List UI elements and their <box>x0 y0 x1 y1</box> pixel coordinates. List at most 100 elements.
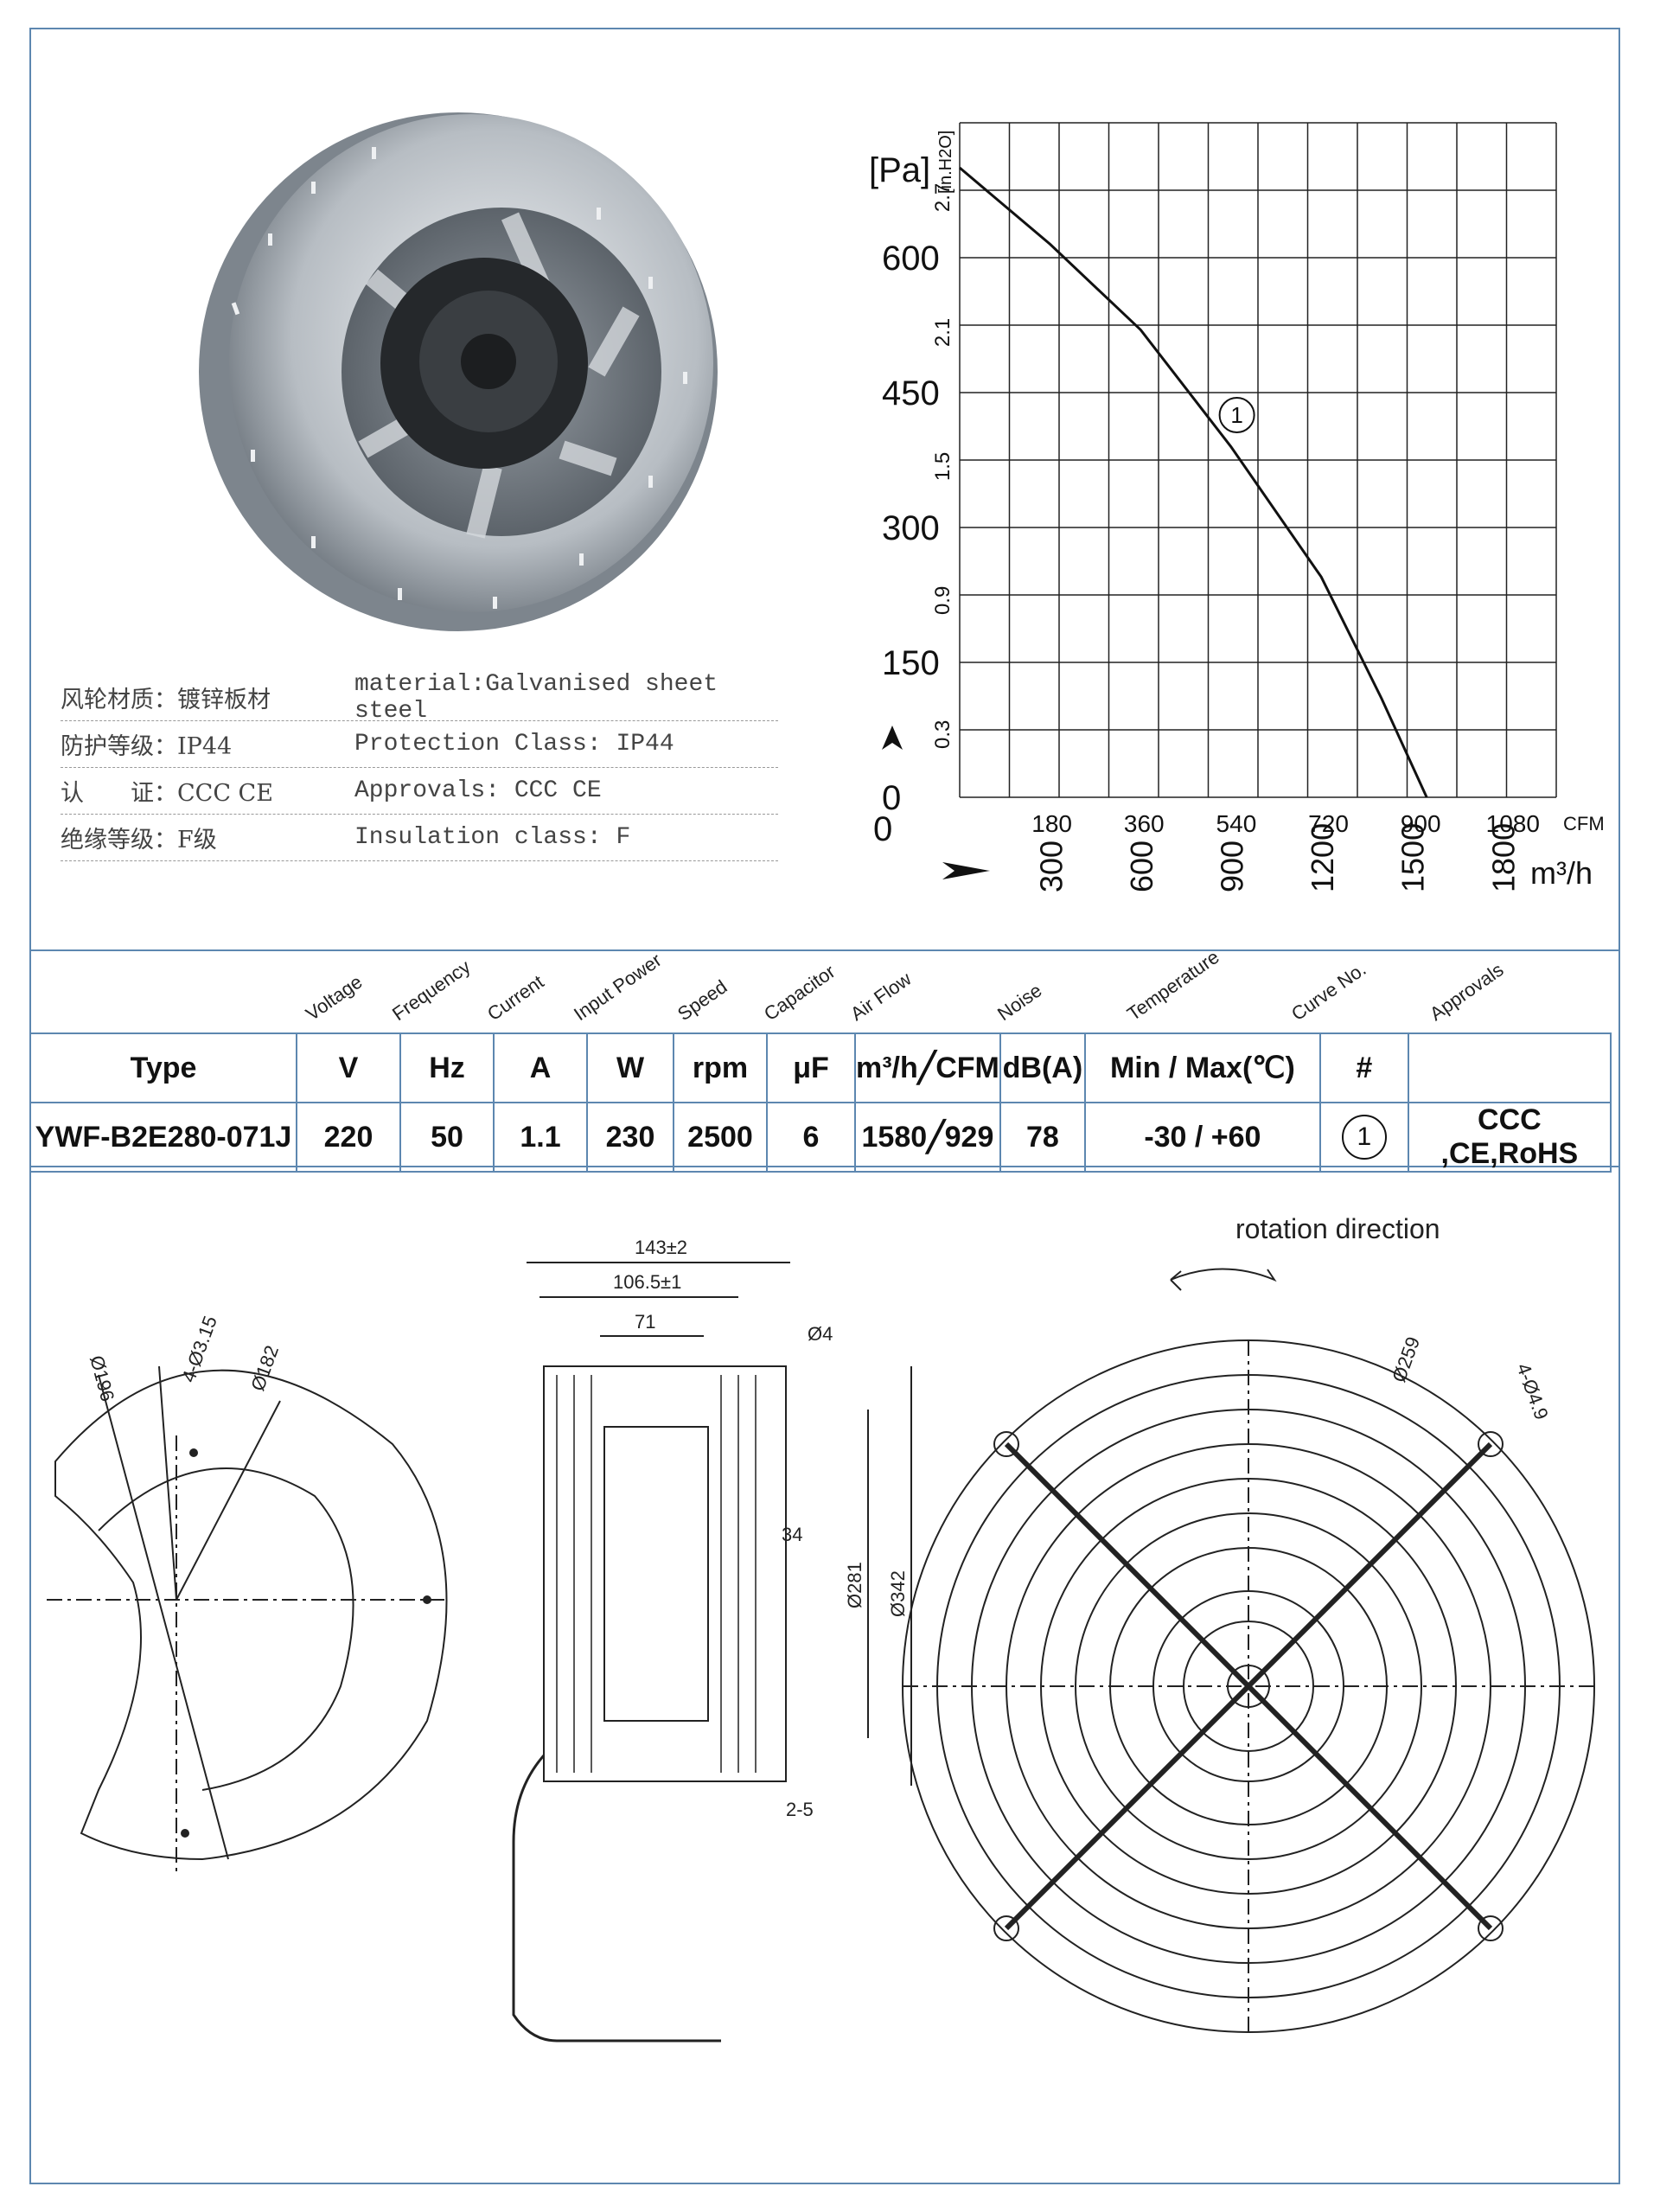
spec-list: 风轮材质：镀锌板材 material:Galvanised sheet stee… <box>61 671 778 861</box>
table-cell: V <box>296 1032 401 1103</box>
table-header-rotated: Temperature <box>1123 945 1223 1026</box>
dim-label: 106.5±1 <box>613 1271 681 1293</box>
spec-cn: 绝缘等级：F级 <box>61 827 217 853</box>
table-header-rotated: Frequency <box>388 956 475 1026</box>
technical-drawings: rotation direction Ø196 4-Ø3.15 Ø182 143… <box>47 1213 1595 2043</box>
x-tick-label-m3h: 300 <box>1034 841 1069 892</box>
table-cell: 6 <box>766 1102 856 1173</box>
y-tick-label-inh2o: 2.1 <box>931 318 954 347</box>
table-units-row: Type V Hz A W rpm μF m³/h╱CFM dB(A) Min … <box>29 1032 1612 1103</box>
dim-label: Ø4 <box>808 1323 833 1345</box>
curve-number-badge: 1 <box>1341 1115 1387 1160</box>
y-tick-label: 0 <box>882 779 901 817</box>
x-tick-label-cfm: 360 <box>1124 810 1165 837</box>
table-header-rotated: Voltage <box>302 970 367 1026</box>
spec-table: Type V Hz A W rpm μF m³/h╱CFM dB(A) Min … <box>29 1032 1612 1173</box>
table-header-rotated: Speed <box>674 975 731 1026</box>
table-cell: μF <box>766 1032 856 1103</box>
x-tick-label-cfm: 720 <box>1308 810 1349 837</box>
x-tick-label-cfm: 180 <box>1031 810 1072 837</box>
y-tick-label-inh2o: 0.9 <box>931 586 954 615</box>
side-section-view: 143±2 106.5±1 71 Ø4 Ø281 Ø342 34 2-5 <box>512 1237 912 2043</box>
table-header-rotated: Approvals <box>1426 958 1508 1026</box>
table-cell <box>1407 1032 1612 1103</box>
dim-label: 143±2 <box>635 1237 687 1258</box>
table-cell: # <box>1318 1032 1409 1103</box>
table-cell: 1 <box>1318 1102 1409 1173</box>
x-tick-label-cfm: 540 <box>1216 810 1257 837</box>
y-tick-label-inh2o: 1.5 <box>931 452 954 481</box>
table-cell: m³/h╱CFM <box>854 1032 1001 1103</box>
spec-en: Approvals: CCC CE <box>354 777 602 804</box>
spec-row-protection: 防护等级：IP44 Protection Class: IP44 <box>61 721 778 768</box>
x-unit-m3h: m³/h <box>1530 855 1593 891</box>
x-tick-label-m3h: 1800 <box>1485 823 1521 892</box>
performance-curve <box>959 166 1428 798</box>
table-cell: 50 <box>399 1102 495 1173</box>
table-cell: 78 <box>999 1102 1086 1173</box>
table-cell: -30 / +60 <box>1083 1102 1321 1173</box>
fan-product-photo <box>199 112 718 631</box>
spec-cn: 风轮材质：镀锌板材 <box>61 687 271 713</box>
table-cell: W <box>586 1032 674 1103</box>
y-tick-label-inh2o: 0.3 <box>931 720 954 749</box>
curve-label: 1 <box>1230 402 1242 428</box>
y-tick-label: 450 <box>882 374 940 412</box>
spec-en: Protection Class: IP44 <box>354 731 674 758</box>
right-arrow-icon <box>942 862 990 879</box>
table-header-rotated: Capacitor <box>760 960 840 1026</box>
spec-en: material:Galvanised sheet steel <box>354 670 718 725</box>
spec-en: Insulation class: F <box>354 824 631 851</box>
table-cell: 220 <box>296 1102 401 1173</box>
table-cell: CCC ,CE,RoHS <box>1407 1102 1612 1173</box>
curve-label-circle <box>1218 397 1255 433</box>
spec-cn: 认 证：CCC CE <box>61 780 273 807</box>
x-tick-label-cfm: 1080 <box>1486 810 1540 837</box>
dim-label: Ø342 <box>887 1570 909 1617</box>
x-tick-label-m3h: 1200 <box>1305 823 1340 892</box>
y-unit-inh2o: [in.H2O] <box>936 131 955 194</box>
spec-row-material: 风轮材质：镀锌板材 material:Galvanised sheet stee… <box>61 671 778 725</box>
x-tick-label-m3h: 1500 <box>1395 823 1431 892</box>
dim-label: 4-Ø4.9 <box>1512 1360 1552 1422</box>
y-tick-label: 300 <box>882 509 940 547</box>
table-header-rotated: Air Flow <box>846 968 916 1026</box>
x-tick-label-cfm: 900 <box>1401 810 1441 837</box>
dim-label: Ø182 <box>246 1343 283 1394</box>
table-cell: 1.1 <box>493 1102 588 1173</box>
dim-label: Ø259 <box>1388 1334 1424 1385</box>
x-unit-cfm: CFM <box>1563 813 1605 834</box>
y-tick-label-inh2o: 2.7 <box>931 183 954 212</box>
table-cell: A <box>493 1032 588 1103</box>
front-guard-view: Ø259 4-Ø4.9 <box>902 1334 1595 2033</box>
table-cell: rpm <box>673 1032 768 1103</box>
table-header-rotated: Current <box>483 970 548 1026</box>
table-header-rotated: Curve No. <box>1287 957 1370 1026</box>
y-unit-label: [Pa] <box>869 151 930 189</box>
up-arrow-icon <box>882 726 903 750</box>
x-tick-label-m3h: 600 <box>1124 841 1159 892</box>
table-cell: 2500 <box>673 1102 768 1173</box>
table-cell: 1580╱929 <box>854 1102 1001 1173</box>
table-cell: Type <box>29 1032 297 1103</box>
table-cell: 230 <box>586 1102 674 1173</box>
table-cell: YWF-B2E280-071J <box>29 1102 297 1173</box>
x-tick-label-m3h: 900 <box>1215 841 1250 892</box>
rotation-direction-label: rotation direction <box>1235 1213 1440 1244</box>
table-cell: dB(A) <box>999 1032 1086 1103</box>
dim-label: Ø196 <box>86 1353 118 1403</box>
table-data-row: YWF-B2E280-071J 220 50 1.1 230 2500 6 15… <box>29 1102 1612 1173</box>
mounting-hole-view: Ø196 4-Ø3.15 Ø182 <box>47 1313 448 1876</box>
table-cell: Hz <box>399 1032 495 1103</box>
dim-label: 4-Ø3.15 <box>177 1313 221 1384</box>
y-tick-label: 150 <box>882 644 940 682</box>
rotation-arrow-icon <box>1170 1268 1277 1291</box>
dim-label: 34 <box>782 1524 802 1545</box>
performance-curve-chart: 6004503001500[Pa]2.72.11.50.90.3[in.H2O]… <box>869 122 1605 892</box>
dim-label: 2-5 <box>786 1799 814 1820</box>
y-zero-label: 0 <box>873 810 892 848</box>
dim-label: Ø281 <box>844 1562 865 1608</box>
table-cell: Min / Max(℃) <box>1083 1032 1321 1103</box>
spec-cn: 防护等级：IP44 <box>61 733 233 760</box>
